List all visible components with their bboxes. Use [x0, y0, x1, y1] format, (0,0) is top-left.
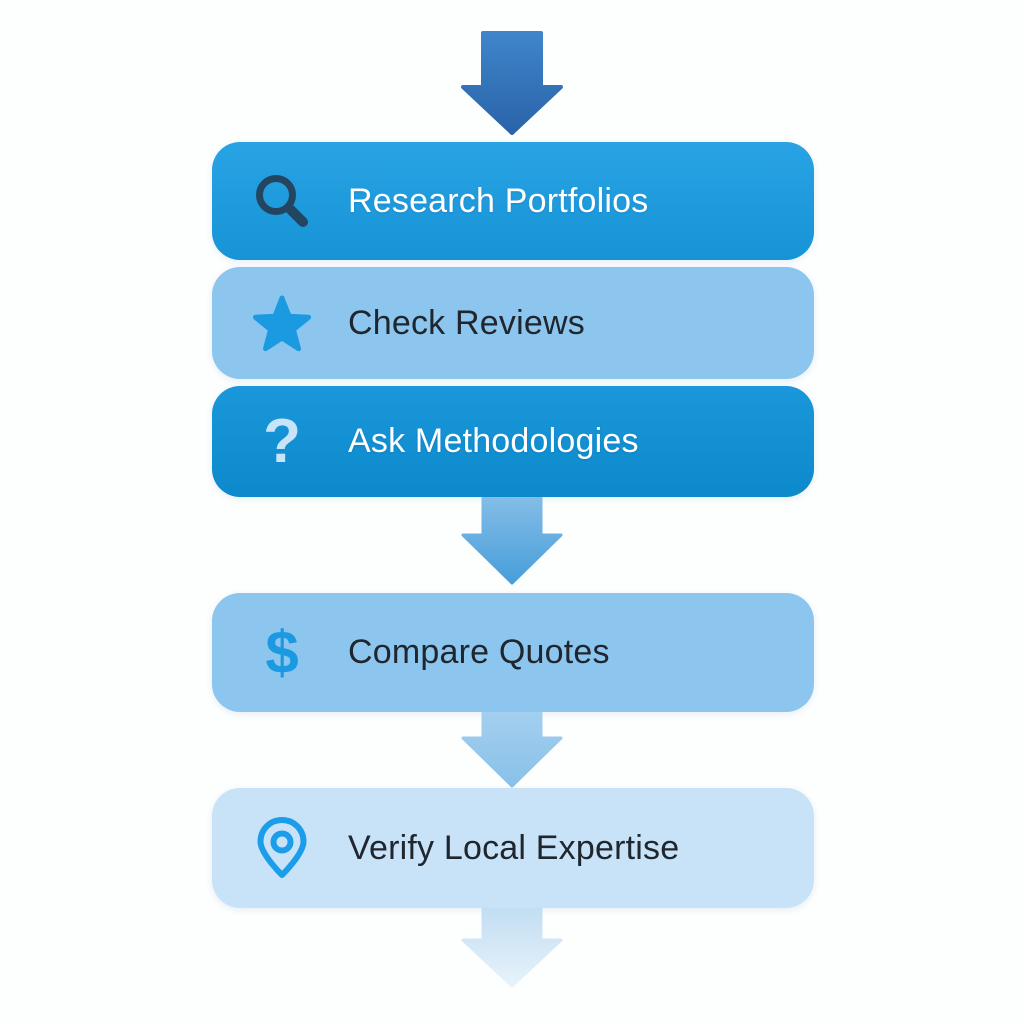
- down-arrow-icon: [461, 31, 563, 135]
- step-label: Research Portfolios: [348, 181, 649, 220]
- step-label: Verify Local Expertise: [348, 828, 680, 867]
- question-icon: ?: [263, 406, 301, 476]
- step-check-reviews: Check Reviews: [212, 267, 814, 379]
- step-verify-local-expertise: Verify Local Expertise: [212, 788, 814, 908]
- step-label: Ask Methodologies: [348, 422, 639, 460]
- step-label: Compare Quotes: [348, 633, 610, 671]
- dollar-icon: $: [265, 618, 299, 686]
- step-compare-quotes: $ Compare Quotes: [212, 593, 814, 712]
- down-arrow-icon: [461, 712, 563, 788]
- step-ask-methodologies: ? Ask Methodologies: [212, 386, 814, 497]
- magnifier-icon: [250, 169, 314, 233]
- down-arrow-icon: [461, 497, 563, 585]
- star-icon: [250, 291, 314, 355]
- step-label: Check Reviews: [348, 303, 585, 342]
- down-arrow-icon: [461, 908, 563, 988]
- step-research-portfolios: Research Portfolios: [212, 142, 814, 260]
- location-pin-icon: [250, 816, 314, 880]
